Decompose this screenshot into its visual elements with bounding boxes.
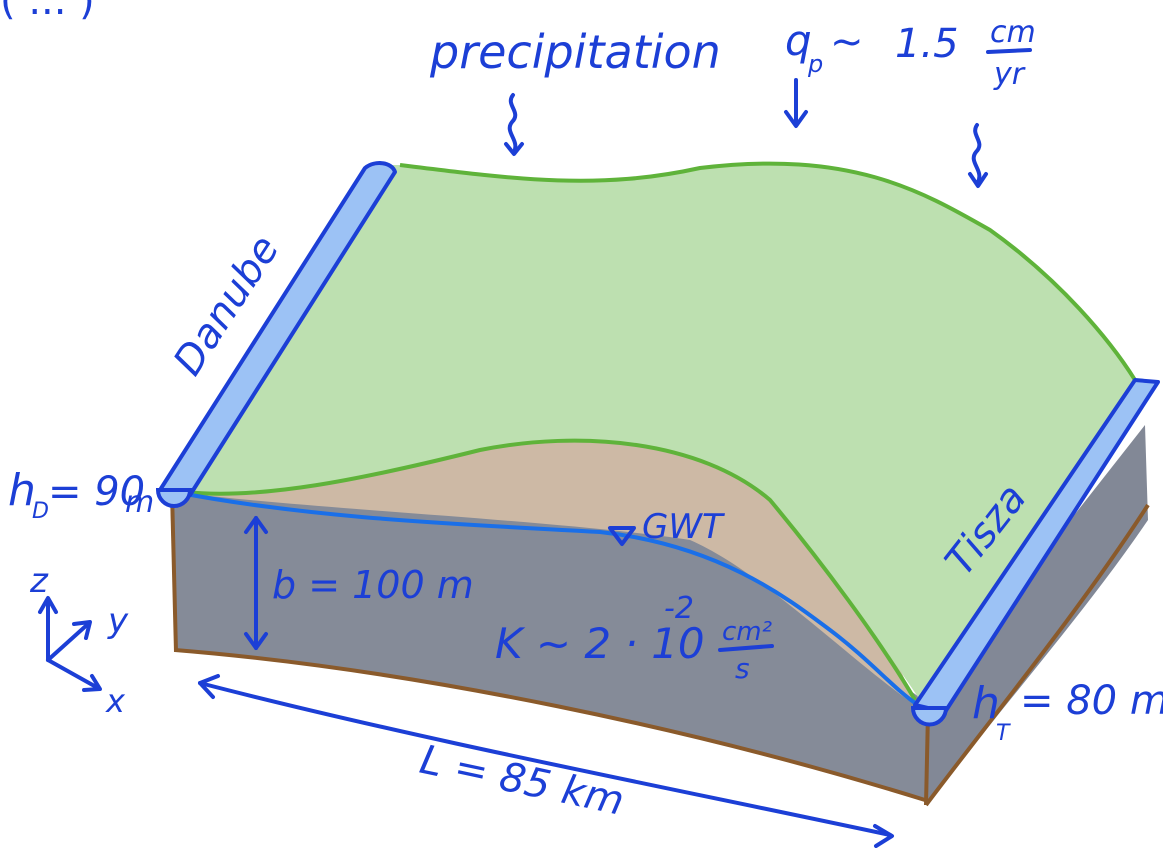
precipitation-arrow-left	[504, 93, 524, 156]
water-table-label: GWT	[642, 507, 725, 547]
aquifer-edge-left	[170, 491, 178, 653]
land-surface-front-edge	[184, 438, 917, 702]
thickness-label: b = 100 m	[272, 563, 474, 607]
right-head-symbol: h	[972, 678, 1000, 729]
conductivity-unit-denominator: s	[735, 652, 750, 685]
soil-layer	[175, 439, 915, 705]
axis-z-label: z	[29, 561, 49, 601]
aquifer-edge-bottom	[174, 648, 926, 802]
tisza-cross-section	[910, 706, 949, 727]
length-arrow	[198, 674, 894, 848]
conductivity-label: K ~ 2 · 10	[495, 619, 705, 668]
title-fragment: ( ... )	[0, 0, 95, 24]
precipitation-unit-fraction-bar	[986, 48, 1032, 54]
danube-river	[158, 161, 397, 497]
aquifer-edge-back	[924, 503, 1150, 807]
left-head-unit: m	[125, 485, 154, 520]
precipitation-arrow-middle	[784, 78, 808, 128]
land-surface	[185, 163, 1135, 701]
axis-y-label: y	[107, 601, 129, 641]
precipitation-unit-numerator: cm	[990, 15, 1036, 50]
precipitation-rate-approx: ~	[830, 19, 864, 65]
land-surface-edge	[399, 161, 1137, 382]
precipitation-rate-subscript: p	[807, 50, 823, 78]
conductivity-exponent: -2	[664, 591, 694, 626]
aquifer-side	[925, 425, 1148, 805]
water-table-line	[174, 490, 920, 707]
right-head-value: = 80 m	[1020, 678, 1163, 724]
danube-cross-section	[155, 488, 193, 508]
water-table-symbol	[608, 526, 636, 546]
precipitation-rate-symbol: q	[785, 16, 812, 65]
precipitation-unit-denominator: yr	[993, 57, 1026, 92]
precipitation-rate-value: 1.5	[895, 21, 959, 67]
aquifer-edge-corner	[924, 711, 930, 806]
thickness-arrow	[244, 516, 268, 650]
conductivity-unit-fraction-bar	[718, 644, 774, 652]
precipitation-arrow-right	[968, 123, 988, 188]
right-head-subscript: T	[996, 721, 1011, 746]
conductivity-unit-numerator: cm²	[722, 617, 772, 647]
left-head-symbol: h	[8, 465, 36, 516]
left-head-subscript: D	[32, 499, 49, 524]
left-head-value: = 90	[48, 469, 145, 515]
precipitation-label: precipitation	[429, 25, 721, 79]
axis-x-label: x	[105, 682, 126, 720]
length-label: L = 85 km	[416, 737, 628, 825]
axes-icon	[38, 596, 102, 692]
